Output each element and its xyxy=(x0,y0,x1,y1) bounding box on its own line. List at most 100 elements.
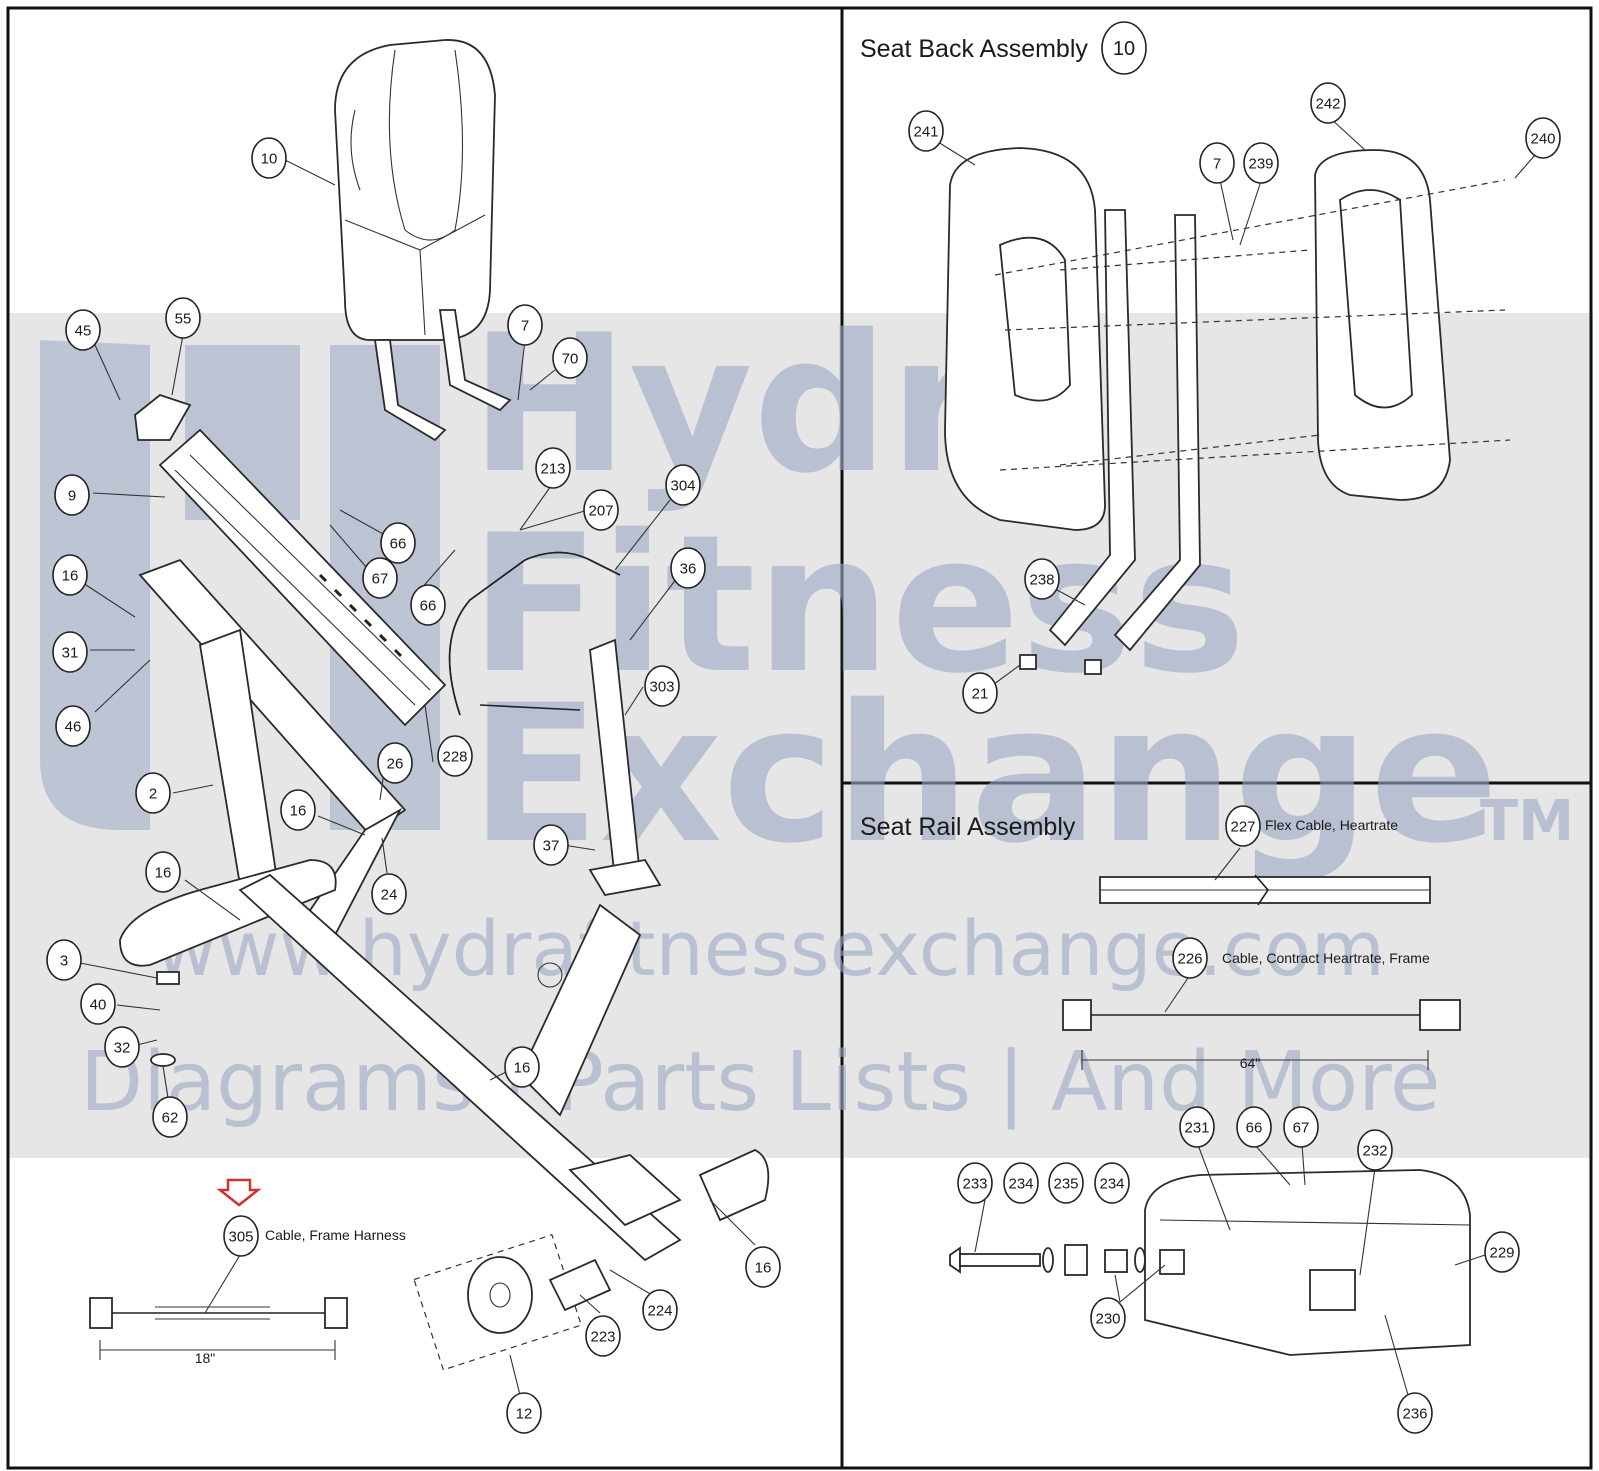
callout-c46: 46 xyxy=(55,705,91,747)
callout-circle xyxy=(1397,1392,1433,1434)
callout-number: 10 xyxy=(261,151,278,168)
callout-c213: 213 xyxy=(535,447,571,489)
callout-c26: 26 xyxy=(377,742,413,784)
callout-c226: 226 xyxy=(1172,937,1208,979)
callout-circle xyxy=(1003,1162,1039,1204)
watermark-tm: TM xyxy=(1480,789,1574,854)
callout-c242: 242 xyxy=(1310,82,1346,124)
callout-circle xyxy=(1357,1129,1393,1171)
callout-number: 3 xyxy=(60,953,68,970)
callout-number: 242 xyxy=(1315,96,1340,113)
callout-number: 207 xyxy=(588,503,613,520)
callout-number: 232 xyxy=(1362,1143,1387,1160)
callout-circle xyxy=(1094,1162,1130,1204)
callout-c32: 32 xyxy=(104,1026,140,1068)
callout-number: 234 xyxy=(1099,1176,1124,1193)
callout-number: 37 xyxy=(543,838,560,855)
callout-c36: 36 xyxy=(670,547,706,589)
bolt-head-233 xyxy=(949,1246,961,1274)
callout-c66c: 66 xyxy=(1236,1106,1272,1148)
callout-circle xyxy=(957,1162,993,1204)
leveler-62 xyxy=(150,1053,176,1067)
callout-circle xyxy=(362,557,398,599)
callout-c238: 238 xyxy=(1024,558,1060,600)
callout-c45: 45 xyxy=(65,309,101,351)
callout-circle xyxy=(1484,1231,1520,1273)
callout-circle xyxy=(552,337,588,379)
callout-circle xyxy=(1179,1106,1215,1148)
rear-end-cap xyxy=(698,1149,770,1222)
callout-number: 228 xyxy=(442,749,467,766)
callout-c207: 207 xyxy=(583,489,619,531)
callout-number: 12 xyxy=(516,1406,533,1423)
callout-circle xyxy=(380,522,416,564)
callout-number: 226 xyxy=(1177,951,1202,968)
title-number: 10 xyxy=(1113,38,1135,60)
callout-circle xyxy=(533,824,569,866)
washer-234-b xyxy=(1134,1247,1146,1273)
callout-c230: 230 xyxy=(1090,1297,1126,1339)
callout-circle xyxy=(165,297,201,339)
callout-c67a: 67 xyxy=(362,557,398,599)
callout-c235: 235 xyxy=(1048,1162,1084,1204)
callout-circle xyxy=(55,705,91,747)
callout-number: 16 xyxy=(755,1260,772,1277)
spacer-235 xyxy=(1064,1244,1088,1276)
callout-circle xyxy=(1225,805,1261,847)
callout-c234a: 234 xyxy=(1003,1162,1039,1204)
callout-number: 21 xyxy=(972,686,989,703)
callout-c12: 12 xyxy=(506,1392,542,1434)
seat-back-title: Seat Back Assembly xyxy=(860,35,1088,63)
callout-number: 9 xyxy=(68,488,76,505)
callout-number: 229 xyxy=(1489,1245,1514,1262)
plate-3 xyxy=(156,971,180,985)
callout-c31: 31 xyxy=(52,631,88,673)
shell-front-cutout xyxy=(999,236,1071,402)
callout-c16e: 16 xyxy=(745,1246,781,1288)
callout-c7b: 7 xyxy=(1199,142,1235,184)
callout-number: 7 xyxy=(1213,156,1221,173)
callout-circle xyxy=(223,1215,259,1257)
callout-number: 303 xyxy=(649,679,674,696)
callout-circle xyxy=(670,547,706,589)
callout-circle xyxy=(1172,937,1208,979)
seat-back-rail-right xyxy=(1113,214,1201,652)
callout-c232: 232 xyxy=(1357,1129,1393,1171)
callout-number: 235 xyxy=(1053,1176,1078,1193)
watermark-tagline: Diagrams | Parts Lists | And More xyxy=(80,1035,1441,1130)
callout-c70: 70 xyxy=(552,337,588,379)
callout-circle xyxy=(80,983,116,1025)
callout-c228: 228 xyxy=(437,735,473,777)
callout-c305: 305 xyxy=(223,1215,259,1257)
callout-number: 32 xyxy=(114,1040,131,1057)
seat-rail-title: Seat Rail Assembly xyxy=(860,813,1076,841)
callout-number: 213 xyxy=(540,461,565,478)
center-frame-plate xyxy=(518,903,642,1117)
callout-number: 236 xyxy=(1402,1406,1427,1423)
callout-circle xyxy=(535,447,571,489)
upright-plate xyxy=(138,558,407,837)
callout-number: 70 xyxy=(562,351,579,368)
callout-c16a: 16 xyxy=(52,554,88,596)
callout-circle xyxy=(135,772,171,814)
callout-number: 305 xyxy=(228,1229,253,1246)
callout-c223: 223 xyxy=(585,1315,621,1357)
callout-circle xyxy=(506,1392,542,1434)
callout-circle xyxy=(1283,1106,1319,1148)
callout-number: 234 xyxy=(1008,1176,1033,1193)
main-frame-assembly: 18" Cable, Frame Harness xyxy=(79,39,770,1396)
callout-c3: 3 xyxy=(46,939,82,981)
bracket-55 xyxy=(134,393,192,441)
block-230-a xyxy=(1104,1249,1128,1273)
callout-number: 16 xyxy=(155,865,172,882)
callout-number: 66 xyxy=(390,536,407,553)
callout-circle xyxy=(583,489,619,531)
label-226: Cable, Contract Heartrate, Frame xyxy=(1222,950,1430,966)
wheel xyxy=(467,1256,533,1334)
callout-number: 26 xyxy=(387,756,404,773)
callout-circle xyxy=(745,1246,781,1288)
callout-circle xyxy=(145,851,181,893)
callout-c227: 227 xyxy=(1225,805,1261,847)
callout-c239: 239 xyxy=(1243,142,1279,184)
